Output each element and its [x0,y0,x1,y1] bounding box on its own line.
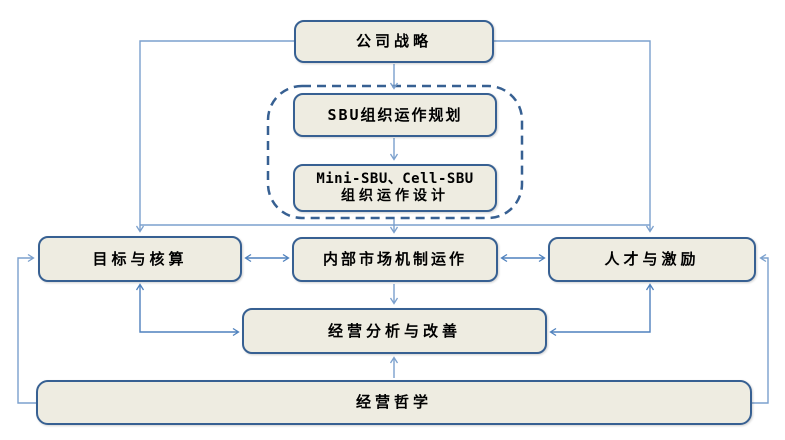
node-label: SBU组织运作规划 [327,105,463,124]
node-label: 人才与激励 [604,250,700,269]
node-label: 经营哲学 [355,393,432,412]
node-label-line1: Mini-SBU、Cell-SBU [316,170,474,187]
node-business-philosophy: 经营哲学 [36,380,752,425]
node-label: 内部市场机制运作 [322,250,467,269]
edge-goals-analysis [135,283,240,337]
edge-strategy-talent [494,40,655,233]
edge-strategy-goals [135,40,294,233]
node-mini-cell-sbu-design: Mini-SBU、Cell-SBU 组织运作设计 [293,164,497,212]
node-internal-market-mechanism: 内部市场机制运作 [292,237,498,282]
edge-philosophy-goals [17,253,36,404]
node-label: 目标与核算 [92,249,188,268]
node-talent-incentive: 人才与激励 [548,237,756,282]
node-company-strategy: 公司战略 [294,20,494,63]
node-goals-accounting: 目标与核算 [38,236,242,282]
edge-philosophy-talent [752,253,769,404]
node-label: 经营分析与改善 [327,321,461,340]
node-label: 公司战略 [355,32,432,51]
edge-talent-analysis [549,283,655,337]
node-sbu-operation-planning: SBU组织运作规划 [293,93,497,137]
node-label-line2: 组织运作设计 [341,188,449,204]
node-business-analysis-improvement: 经营分析与改善 [242,308,547,354]
